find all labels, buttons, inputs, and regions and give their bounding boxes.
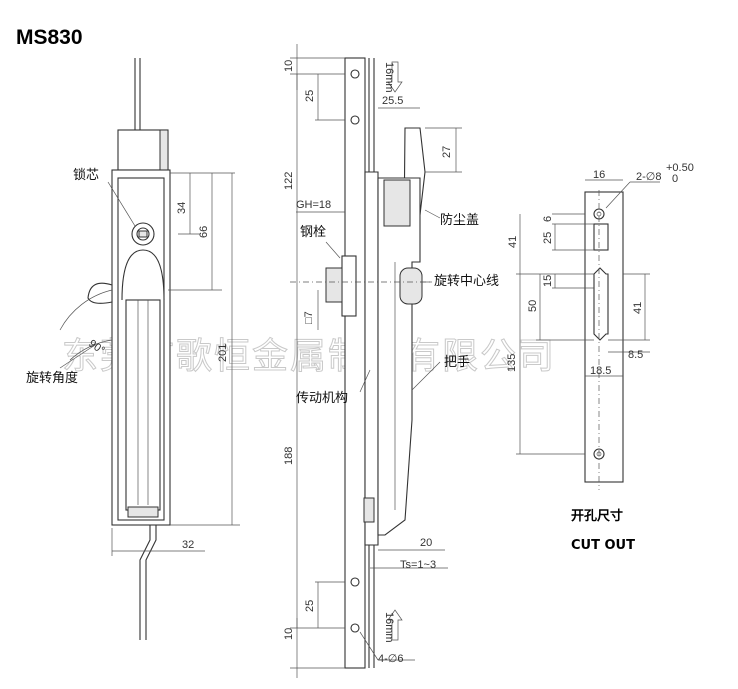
- cutout-slot-large: [593, 267, 609, 341]
- dim-square-7: □7: [303, 311, 315, 324]
- dim-ts: Ts=1~3: [400, 559, 436, 571]
- cut-dim-18-5: 18.5: [590, 365, 611, 377]
- dim-25-top: 25: [304, 90, 316, 102]
- dim-201: 201: [217, 344, 229, 362]
- side-view: 10 25 122 188 25 10 GH=18 □7 25.5 27 20 …: [283, 44, 462, 678]
- cut-dim-50: 50: [527, 300, 539, 312]
- dim-holes: 4-∅6: [378, 653, 403, 665]
- cut-dim-6: 6: [542, 216, 554, 222]
- label-lock-core: 锁芯: [73, 167, 99, 183]
- dim-16mm-top: 16mm: [383, 62, 395, 93]
- dim-32: 32: [182, 539, 194, 551]
- front-handle-arc: [121, 249, 165, 301]
- dim-66: 66: [198, 226, 210, 238]
- label-cutout-cn: 开孔尺寸: [571, 508, 623, 524]
- cut-dim-41-a: 41: [507, 236, 519, 248]
- cut-dim-135: 135: [506, 354, 518, 372]
- cut-tol-plus: +0.50: [666, 162, 694, 174]
- cut-dim-16: 16: [593, 169, 605, 181]
- front-handle-recess: [125, 299, 161, 511]
- dim-10-bottom: 10: [283, 628, 295, 640]
- dim-25-bottom: 25: [304, 600, 316, 612]
- dim-34: 34: [176, 202, 188, 214]
- label-handle: 把手: [444, 355, 470, 370]
- dim-122: 122: [283, 172, 295, 190]
- bottom-rod: [139, 525, 151, 640]
- label-rotation-centerline: 旋转中心线: [434, 274, 499, 289]
- label-rotation-angle: 旋转角度: [26, 370, 78, 386]
- dim-188: 188: [283, 447, 295, 465]
- product-title: MS830: [16, 26, 83, 49]
- cut-hole-spec: 2-∅8: [636, 171, 661, 183]
- side-lever: [87, 282, 113, 304]
- label-dust-cover: 防尘盖: [440, 212, 479, 228]
- dim-16mm-bottom: 16mm: [383, 612, 395, 643]
- cut-dim-15: 15: [542, 275, 554, 287]
- label-cutout-en: CUT OUT: [571, 538, 635, 553]
- cut-dim-41-b: 41: [632, 302, 644, 314]
- dim-27: 27: [441, 146, 453, 158]
- cutout-slot-small: [593, 223, 609, 251]
- dim-gh: GH=18: [296, 199, 331, 211]
- dim-25-5: 25.5: [382, 95, 403, 107]
- label-steel-bolt: 钢栓: [300, 225, 326, 240]
- cut-tol-zero: 0: [672, 173, 678, 185]
- cutout-view: 16 2-∅8 +0.50 0 6 25 41 15 50 135 41 8.5…: [506, 162, 694, 490]
- side-handle: [377, 177, 421, 536]
- cut-dim-8-5: 8.5: [628, 349, 643, 361]
- label-transmission: 传动机构: [296, 391, 348, 406]
- steel-bolt: [341, 255, 357, 317]
- cut-dim-25: 25: [542, 232, 554, 244]
- dim-20: 20: [420, 537, 432, 549]
- dim-10-top: 10: [283, 60, 295, 72]
- mounting-plate: [344, 57, 366, 669]
- front-view: 90° 34 66 201 32: [59, 58, 240, 640]
